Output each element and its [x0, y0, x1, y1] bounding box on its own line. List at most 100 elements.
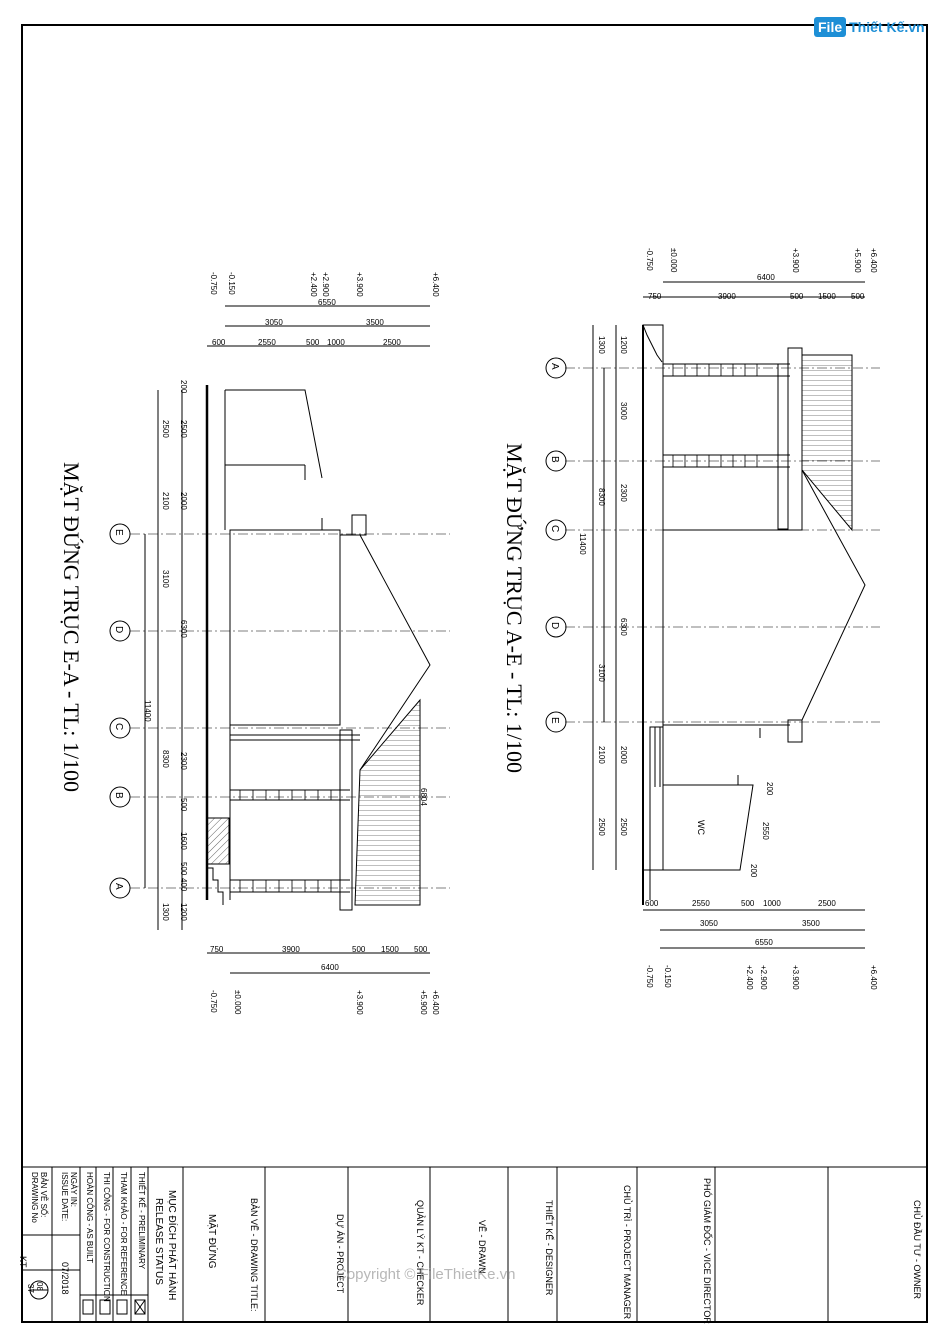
level-mark: +6.400: [431, 990, 440, 1015]
level-mark: +2.900: [759, 965, 768, 990]
level-mark: +3.900: [355, 990, 364, 1015]
axis-label: D: [113, 626, 124, 634]
level-mark: +2.900: [321, 272, 330, 297]
dim-text: 1200: [179, 903, 188, 921]
level-mark: ±0.000: [669, 248, 678, 273]
dim-text: 750: [648, 292, 662, 301]
dim-text: 6550: [318, 298, 336, 307]
elevation-left-geometry: [109, 305, 450, 974]
tb-status-as-built: HOÀN CÔNG - AS BUILT: [85, 1172, 94, 1263]
axis-label: C: [113, 723, 124, 731]
dim-text: 2300: [619, 484, 628, 502]
dim-text: 500: [179, 798, 188, 812]
brand-logo[interactable]: File Thiết Kế.vn: [814, 14, 925, 40]
dim-text: 200: [765, 782, 774, 796]
level-mark: -0.150: [663, 965, 672, 988]
dim-text: 2100: [161, 492, 170, 510]
tb-sheet-prefix: KT: [18, 1256, 28, 1268]
level-mark: +2.400: [309, 272, 318, 297]
dim-text: 2000: [179, 492, 188, 510]
level-mark: +6.400: [431, 272, 440, 297]
axis-label: D: [549, 622, 560, 630]
dim-text: 2550: [761, 822, 770, 840]
axis-label: C: [549, 525, 560, 533]
dim-text: 1300: [161, 903, 170, 921]
dim-text: 2100: [597, 746, 606, 764]
tb-owner: CHỦ ĐẦU TƯ - OWNER: [912, 1200, 922, 1300]
axis-label: A: [113, 883, 124, 890]
dim-text: 2300: [179, 752, 188, 770]
dim-text: 1500: [381, 945, 399, 954]
level-mark: +3.900: [791, 965, 800, 990]
dim-text: 2500: [818, 899, 836, 908]
tb-status-reference: THAM KHẢO - FOR REFERENCE: [119, 1172, 128, 1296]
tb-status-construction: THI CÔNG - FOR CONSTRUCTION: [102, 1172, 111, 1302]
level-mark: -0.750: [645, 965, 654, 988]
dim-text: 6804: [419, 788, 428, 806]
dim-text: 200: [749, 864, 758, 878]
dim-text: 3100: [597, 664, 606, 682]
dim-text: 3900: [718, 292, 736, 301]
tb-drawing-title-label: BẢN VẼ - DRAWING TITLE:: [249, 1198, 259, 1312]
tb-issue-date: 07/2018: [60, 1262, 70, 1295]
dim-text: 500: [414, 945, 428, 954]
wc-label: WC: [696, 820, 706, 835]
dim-text: 3500: [366, 318, 384, 327]
dim-text: 2550: [258, 338, 276, 347]
level-mark: -0.750: [209, 990, 218, 1013]
axis-label: A: [549, 363, 560, 370]
tb-sheet-no: 08: [35, 1282, 44, 1291]
dim-text: 6400: [757, 273, 775, 282]
tb-drawing-no-label: BẢN VẼ SỐ: DRAWING No: [30, 1172, 48, 1223]
dim-text: 3500: [802, 919, 820, 928]
tb-project-manager: CHỦ TRÌ - PROJECT MANAGER: [622, 1185, 632, 1320]
tb-issue-date-label: NGÀY IN: ISSUE DATE:: [60, 1172, 78, 1222]
dim-text: 1000: [763, 899, 781, 908]
level-mark: -0.750: [645, 248, 654, 271]
axis-label: E: [113, 529, 124, 536]
level-mark: +6.400: [869, 965, 878, 990]
dim-text: 2500: [619, 818, 628, 836]
dim-text: 750: [210, 945, 224, 954]
title-block-grid: [22, 1166, 927, 1322]
dim-text: 200: [179, 380, 188, 394]
tb-vice-director: PHÓ GIÁM ĐỐC - VICE DIRECTOR: [702, 1178, 712, 1324]
dim-text: 3000: [619, 402, 628, 420]
tb-drawing-title: MẶT ĐỨNG: [206, 1214, 217, 1269]
sheet-border: [21, 24, 928, 1323]
dim-text: 600: [645, 899, 659, 908]
axis-label: E: [549, 717, 560, 724]
dim-text: 500: [306, 338, 320, 347]
dim-text: 6300: [179, 620, 188, 638]
dim-text: 6550: [755, 938, 773, 947]
dim-text: 1300: [597, 336, 606, 354]
dim-text: 8300: [161, 750, 170, 768]
tb-release-en: RELEASE STATUS: [153, 1198, 164, 1285]
dim-text: 400: [179, 878, 188, 892]
dim-text: 500: [352, 945, 366, 954]
dim-text: 500: [851, 292, 865, 301]
axis-label: B: [549, 456, 560, 463]
level-mark: +3.900: [355, 272, 364, 297]
dim-text: 11400: [143, 700, 152, 722]
dim-text: 500: [179, 862, 188, 876]
level-mark: ±0.000: [233, 990, 242, 1015]
dim-text: 6300: [619, 618, 628, 636]
dim-text: 2500: [161, 420, 170, 438]
axis-label: B: [113, 792, 124, 799]
dim-text: 500: [741, 899, 755, 908]
dim-text: 2550: [692, 899, 710, 908]
dim-text: 2000: [619, 746, 628, 764]
dim-text: 1500: [818, 292, 836, 301]
level-mark: +2.400: [745, 965, 754, 990]
dim-text: 1000: [327, 338, 345, 347]
dim-text: 2500: [597, 818, 606, 836]
dim-text: 3050: [700, 919, 718, 928]
elevation-right-geometry: [545, 281, 880, 949]
level-mark: +5.900: [419, 990, 428, 1015]
dim-text: 8300: [597, 488, 606, 506]
tb-status-preliminary: THIẾT KẾ - PRELIMINARY: [137, 1172, 146, 1270]
dim-text: 3100: [161, 570, 170, 588]
dim-text: 600: [212, 338, 226, 347]
